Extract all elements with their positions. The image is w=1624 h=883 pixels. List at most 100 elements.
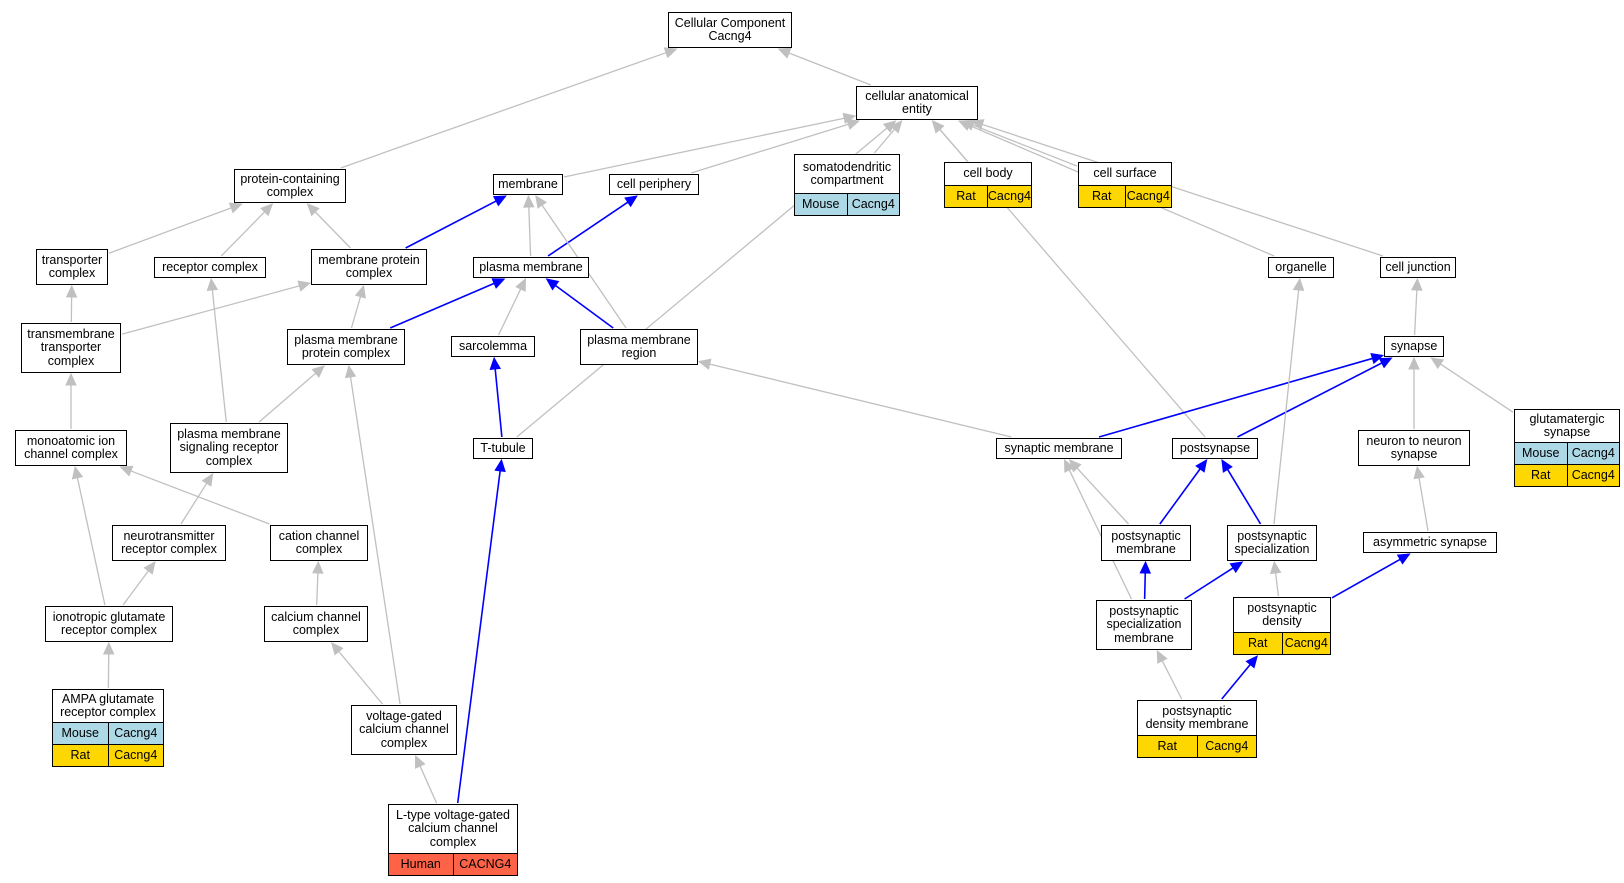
- arrowhead-vgcc-to-calciumcc: [331, 642, 344, 656]
- term-node-sarcolemma[interactable]: sarcolemma: [451, 336, 535, 357]
- term-node-receptor[interactable]: receptor complex: [154, 257, 266, 278]
- term-label: voltage-gated calcium channel complex: [359, 708, 449, 750]
- arrowhead-moicc-to-tmtc: [65, 372, 77, 386]
- term-node-psm[interactable]: postsynaptic membrane: [1101, 525, 1191, 561]
- species-cell: Rat: [945, 186, 987, 207]
- term-label: postsynaptic specialization: [1234, 528, 1310, 556]
- edge-psm-to-synmem: [1076, 467, 1129, 525]
- term-node-pmr[interactable]: plasma membrane region: [580, 329, 698, 365]
- term-node-membrane[interactable]: membrane: [493, 174, 563, 195]
- term-node-transporter[interactable]: transporter complex: [36, 249, 108, 285]
- term-node-mpc[interactable]: membrane protein complex: [311, 249, 427, 285]
- term-node-pcc[interactable]: protein-containing complex: [234, 169, 346, 203]
- edge-igrc-to-moicc: [76, 477, 106, 606]
- term-node-tmtc[interactable]: transmembrane transporter complex: [21, 323, 121, 373]
- arrowhead-ampa-to-igrc: [102, 641, 115, 655]
- species-cell: Rat: [53, 745, 108, 766]
- term-node-synmem[interactable]: synaptic membrane: [996, 438, 1122, 459]
- arrowhead-pssm-to-synmem: [1064, 458, 1075, 473]
- edge-somato-to-cae: [873, 128, 895, 154]
- term-label: receptor complex: [162, 259, 258, 274]
- term-label: plasma membrane region: [587, 332, 691, 360]
- term-label: cell junction: [1385, 259, 1451, 274]
- arrowhead-ttubule-to-cae: [882, 120, 897, 133]
- arrowhead-postsyn-to-synapse: [1378, 357, 1393, 369]
- term-node-n2n[interactable]: neuron to neuron synapse: [1358, 430, 1470, 466]
- arrowhead-pmpc-to-mpc: [354, 284, 366, 299]
- term-label: postsynaptic density membrane: [1145, 703, 1249, 731]
- term-node-pmsrc[interactable]: plasma membrane signaling receptor compl…: [170, 423, 288, 473]
- edge-psdm-to-pssm: [1161, 660, 1183, 700]
- term-label: synapse: [1390, 338, 1438, 353]
- term-label: membrane protein complex: [318, 252, 420, 280]
- arrowhead-vgcc-to-pmpc: [344, 364, 357, 379]
- term-label: postsynaptic membrane: [1111, 528, 1181, 556]
- term-node-ltype[interactable]: L-type voltage-gated calcium channel com…: [388, 804, 518, 876]
- term-node-pm[interactable]: plasma membrane: [473, 257, 589, 278]
- term-node-pss[interactable]: postsynaptic specialization: [1227, 525, 1317, 561]
- term-node-calciumcc[interactable]: calcium channel complex: [264, 606, 368, 642]
- edge-receptor-to-pcc: [220, 211, 266, 257]
- edge-synmem-to-synapse: [1098, 357, 1373, 438]
- species-cell: Mouse: [1515, 443, 1567, 464]
- term-label: cell body: [963, 166, 1013, 181]
- edge-psdm-to-psd: [1221, 663, 1251, 700]
- term-node-cationcc[interactable]: cation channel complex: [270, 525, 368, 561]
- term-label: cell periphery: [616, 176, 692, 191]
- term-node-igrc[interactable]: ionotropic glutamate receptor complex: [45, 606, 173, 642]
- arrowhead-igrc-to-moicc: [71, 465, 84, 480]
- term-node-organelle[interactable]: organelle: [1268, 257, 1334, 278]
- gene-cell: Cacng4: [1196, 736, 1256, 757]
- term-label: plasma membrane signaling receptor compl…: [177, 426, 281, 468]
- arrowhead-pmsrc-to-receptor: [206, 277, 219, 292]
- term-node-ntrc[interactable]: neurotransmitter receptor complex: [112, 525, 226, 561]
- arrowhead-psm-to-postsyn: [1195, 459, 1208, 473]
- arrowhead-celljunction-to-cae: [970, 119, 985, 131]
- arrowhead-pmr-to-pm: [545, 278, 560, 291]
- term-node-asym[interactable]: asymmetric synapse: [1363, 532, 1497, 553]
- edge-ntrc-to-pmsrc: [180, 482, 208, 525]
- term-node-postsyn[interactable]: postsynapse: [1172, 438, 1258, 459]
- edge-mpc-to-membrane: [405, 200, 497, 249]
- term-label: asymmetric synapse: [1373, 534, 1487, 549]
- edge-pss-to-postsyn: [1226, 469, 1262, 525]
- term-node-synapse[interactable]: synapse: [1384, 336, 1444, 357]
- edge-transporter-to-pcc: [108, 207, 232, 254]
- term-node-root[interactable]: Cellular Component Cacng4: [668, 12, 792, 48]
- edge-tmtc-to-mpc: [121, 285, 300, 335]
- arrowhead-n2n-to-synapse: [1408, 356, 1420, 370]
- term-node-pssm[interactable]: postsynaptic specialization membrane: [1096, 600, 1192, 650]
- gene-cell: CACNG4: [452, 854, 517, 875]
- term-node-pmpc[interactable]: plasma membrane protein complex: [287, 329, 405, 365]
- edge-psd-to-asym: [1331, 558, 1401, 599]
- edge-layer: [65, 47, 1514, 804]
- term-node-cellperiph[interactable]: cell periphery: [609, 174, 699, 195]
- arrowhead-igrc-to-ntrc: [143, 561, 156, 575]
- term-node-celljunction[interactable]: cell junction: [1380, 257, 1456, 278]
- gene-cell: Cacng4: [1124, 186, 1171, 207]
- arrowhead-ntrc-to-pmsrc: [201, 472, 214, 487]
- gene-cell: Cacng4: [107, 745, 163, 766]
- term-node-moicc[interactable]: monoatomic ion channel complex: [15, 430, 127, 466]
- term-node-cae[interactable]: cellular anatomical entity: [856, 86, 978, 120]
- term-label: sarcolemma: [458, 338, 528, 353]
- arrowhead-ltype-to-ttubule: [494, 458, 506, 473]
- term-label: plasma membrane: [479, 259, 583, 274]
- term-label: cell surface: [1093, 166, 1157, 181]
- edge-pm-to-membrane: [528, 206, 532, 257]
- edge-pmr-to-pm: [555, 284, 614, 329]
- term-node-ttubule[interactable]: T-tubule: [473, 438, 533, 459]
- term-node-vgcc[interactable]: voltage-gated calcium channel complex: [351, 705, 457, 755]
